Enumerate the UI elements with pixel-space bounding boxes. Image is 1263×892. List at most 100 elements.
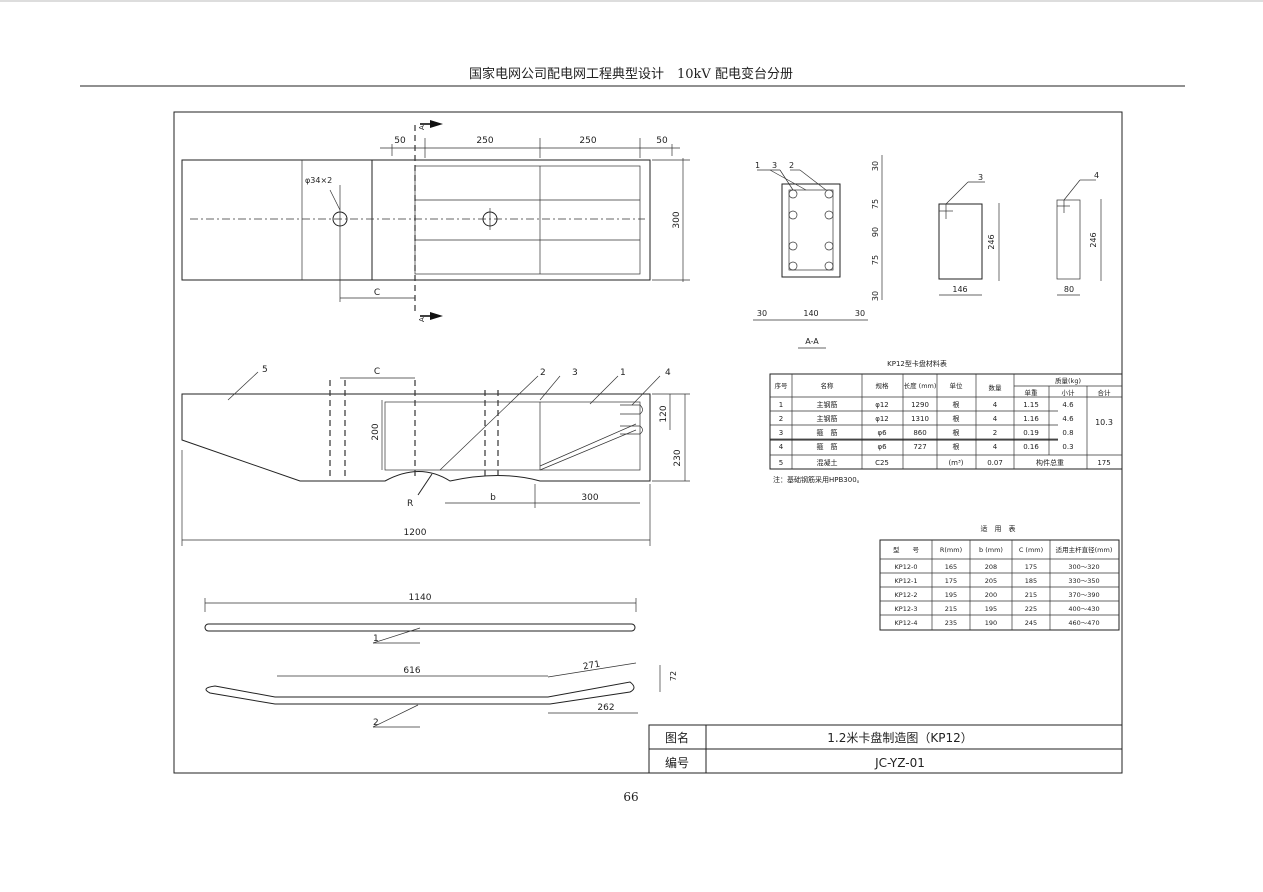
- mt-total-steel: 10.3: [1095, 418, 1113, 427]
- concrete-cell: 5: [779, 459, 783, 467]
- aa-hdim-3: 30: [855, 309, 865, 318]
- material-cell: 1.15: [1023, 401, 1039, 409]
- usage-header: 适用主杆直径(mm): [1056, 545, 1113, 554]
- material-cell: 0.3: [1062, 443, 1073, 451]
- leader-4: 4: [665, 368, 671, 378]
- mt-h-mass: 质量(kg): [1055, 376, 1081, 385]
- dim-300: 300: [581, 493, 598, 503]
- concrete-cell: (m³): [948, 459, 963, 467]
- aa-hdim-1: 30: [757, 309, 767, 318]
- aa-vdim-2: 75: [871, 199, 880, 209]
- usage-cell: 200: [985, 591, 997, 599]
- material-cell: 2: [779, 415, 783, 423]
- material-cell: 4.6: [1062, 415, 1074, 423]
- dim-top-4: 50: [656, 136, 668, 146]
- usage-header: 型 号: [893, 545, 920, 554]
- usage-header: R(mm): [940, 546, 962, 554]
- aa-vdim-4: 75: [871, 255, 880, 265]
- stirrup4-leader: 4: [1094, 171, 1099, 180]
- section-mark-bottom: A: [418, 317, 426, 322]
- material-cell: 4.6: [1062, 401, 1074, 409]
- aa-leader-1: 1: [755, 161, 760, 170]
- dim-top-1: 50: [394, 136, 406, 146]
- mt-h-spec: 规格: [876, 381, 890, 390]
- rebar1-leader: 1: [373, 634, 379, 644]
- usage-cell: 175: [1025, 563, 1037, 571]
- leader-1: 1: [620, 368, 626, 378]
- material-cell: 727: [913, 443, 926, 451]
- material-cell: φ6: [877, 429, 887, 437]
- section-aa-label: A-A: [805, 337, 819, 346]
- rebar2-bend: 271: [582, 660, 601, 673]
- material-cell: 0.16: [1023, 443, 1039, 451]
- dim-120: 120: [659, 405, 669, 422]
- material-cell: 1.16: [1023, 415, 1039, 423]
- usage-cell: 215: [1025, 591, 1037, 599]
- aa-vdim-1: 30: [871, 161, 880, 171]
- title-block: 图名 1.2米卡盘制造图（KP12） 编号 JC-YZ-01: [648, 724, 1123, 774]
- usage-cell: 190: [985, 619, 997, 627]
- usage-cell: 460～470: [1068, 619, 1099, 627]
- mt-h-sub: 小计: [1062, 388, 1076, 397]
- mt-h-name: 名称: [821, 381, 835, 390]
- usage-cell: 245: [1025, 619, 1037, 627]
- aa-vdim-3: 90: [871, 227, 880, 237]
- aa-leader-2: 2: [789, 161, 794, 170]
- usage-cell: KP12-3: [895, 605, 918, 613]
- material-cell: 2: [993, 429, 997, 437]
- dim-right-300: 300: [672, 211, 682, 228]
- material-cell: φ6: [877, 443, 887, 451]
- usage-cell: 225: [1025, 605, 1037, 613]
- material-cell: 1: [779, 401, 783, 409]
- concrete-cell: 构件总重: [1036, 458, 1064, 467]
- elev-dim-c: C: [374, 367, 380, 377]
- usage-cell: KP12-0: [895, 563, 918, 571]
- rebar-1-drawing: 1140 1: [204, 593, 637, 644]
- usage-cell: KP12-4: [895, 619, 918, 627]
- aa-vdim-5: 30: [871, 291, 880, 301]
- dim-200: 200: [371, 423, 381, 440]
- mt-h-length: 长度 (mm): [904, 381, 937, 390]
- material-cell: 4: [993, 401, 998, 409]
- plan-view: φ34×2 50 250 250 50 300 C A A: [181, 120, 690, 322]
- mt-h-unit: 单位: [950, 381, 964, 390]
- stirrup4-width: 80: [1064, 285, 1074, 294]
- drawing-frame: [173, 111, 1123, 774]
- usage-header: C (mm): [1019, 546, 1043, 554]
- stirrup3-width: 146: [952, 285, 967, 294]
- material-cell: 4: [993, 443, 998, 451]
- dim-230: 230: [673, 449, 683, 466]
- concrete-cell: C25: [875, 459, 889, 467]
- material-cell: 3: [779, 429, 783, 437]
- usage-cell: 330～350: [1068, 577, 1099, 585]
- material-table: KP12型卡盘材料表 序号 名称 规格 长度 (mm) 单位 数量 质量(kg)…: [769, 359, 1123, 484]
- dim-r: R: [407, 499, 413, 509]
- elevation-view: 5 2 3 1 4 C 200 120 230 R b 300 1200: [181, 365, 690, 546]
- usage-cell: 235: [945, 619, 957, 627]
- material-cell: 0.8: [1062, 429, 1073, 437]
- usage-cell: 175: [945, 577, 957, 585]
- title-name-label: 图名: [665, 730, 689, 745]
- material-cell: 箍 筋: [817, 442, 838, 451]
- material-cell: φ12: [875, 401, 889, 409]
- rebar2-bottom: 262: [597, 703, 614, 713]
- concrete-cell: 175: [1097, 459, 1110, 467]
- section-mark-top: A: [418, 125, 426, 130]
- material-cell: 4: [779, 443, 784, 451]
- material-cell: φ12: [875, 415, 889, 423]
- usage-header: b (mm): [979, 546, 1003, 554]
- usage-cell: 185: [1025, 577, 1037, 585]
- dim-b: b: [490, 493, 496, 503]
- rebar1-length: 1140: [409, 593, 432, 603]
- aa-hdim-2: 140: [803, 309, 818, 318]
- material-cell: 箍 筋: [817, 428, 838, 437]
- material-cell: 主钢筋: [817, 400, 838, 409]
- title-name-value: 1.2米卡盘制造图（KP12）: [827, 730, 972, 745]
- rebar2-length: 616: [403, 666, 420, 676]
- mt-h-qty: 数量: [989, 383, 1003, 392]
- usage-cell: KP12-1: [895, 577, 918, 585]
- page-number: 66: [623, 790, 638, 804]
- usage-cell: 300～320: [1068, 563, 1099, 571]
